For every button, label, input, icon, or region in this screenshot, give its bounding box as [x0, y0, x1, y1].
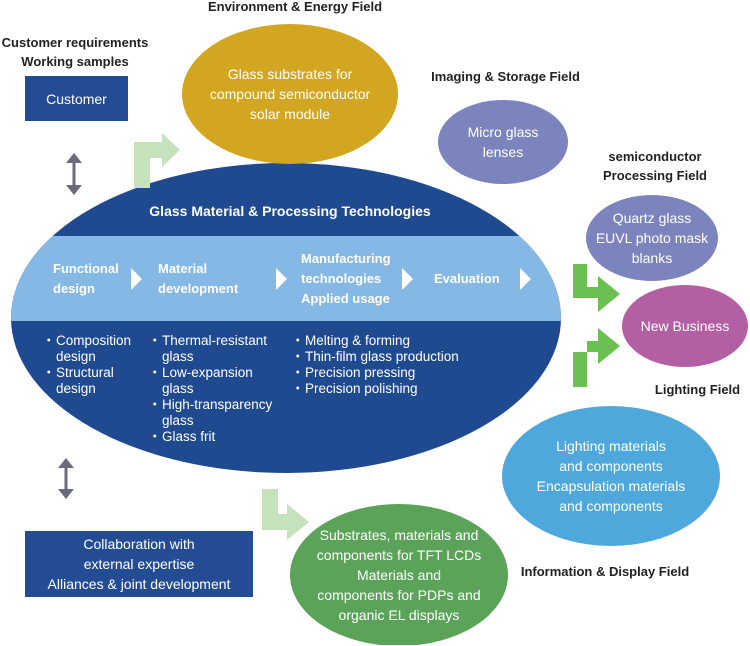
- display-field-ellipse: [290, 504, 508, 645]
- imaging-storage-field-label: Imaging & Storage Field: [431, 69, 580, 84]
- double-arrow-icon: [66, 153, 82, 195]
- quartz-text-wrap: Quartz glass EUVL photo mask blanks: [586, 195, 718, 281]
- list-item: Precision polishing: [291, 381, 495, 397]
- list-item: Low-expansion glass: [148, 365, 292, 397]
- semiconductor-processing-field-label: semiconductor Processing Field: [602, 149, 708, 183]
- list-item: Glass frit: [148, 429, 292, 445]
- column-material-development: Thermal-resistant glass Low-expansion gl…: [148, 333, 292, 445]
- display-field-text-wrap: Substrates, materials and components for…: [290, 504, 508, 646]
- list-item-text: Structural design: [56, 365, 114, 396]
- micro-glass-text-wrap: Micro glass lenses: [438, 100, 568, 184]
- column-functional-design: Composition design Structural design: [42, 333, 146, 397]
- list-item-text: Low-expansion glass: [162, 365, 253, 396]
- micro-glass-text: Micro glass lenses: [467, 124, 539, 160]
- working-samples-label: Working samples: [21, 54, 129, 69]
- chevron-right-icon: [402, 268, 413, 290]
- bent-arrow-icon: [573, 264, 620, 312]
- list-item-text: Melting & forming: [305, 333, 411, 348]
- list-item-text: Composition design: [56, 333, 132, 364]
- step-functional-design: Functional design: [53, 261, 119, 296]
- bent-arrow-icon: [134, 133, 180, 188]
- lighting-field-label: Lighting Field: [654, 382, 741, 397]
- chevron-right-icon: [520, 268, 531, 290]
- step-manufacturing-technologies: Manufacturing technologies Applied usage: [301, 251, 391, 306]
- step-evaluation: Evaluation: [434, 271, 500, 286]
- list-item: Composition design: [42, 333, 146, 365]
- micro-glass-ellipse: [438, 100, 568, 184]
- step-material-development: Material development: [158, 261, 239, 296]
- list-item: Melting & forming: [291, 333, 495, 349]
- lighting-field-text-wrap: Lighting materials and components Encaps…: [502, 406, 720, 546]
- column-manufacturing: Melting & forming Thin-film glass produc…: [291, 333, 495, 397]
- list-item-text: Precision polishing: [305, 381, 418, 396]
- band-chevrons: [131, 268, 531, 290]
- collaboration-box-text: Collaboration with external expertise Al…: [47, 536, 231, 592]
- customer-requirements-label: Customer requirements: [1, 35, 149, 50]
- information-display-field-label: Information & Display Field: [520, 564, 690, 579]
- list-item: Precision pressing: [291, 365, 495, 381]
- quartz-text: Quartz glass EUVL photo mask blanks: [595, 210, 709, 266]
- list-item: Structural design: [42, 365, 146, 397]
- list-item-text: Thermal-resistant glass: [162, 333, 268, 364]
- list-item: Thin-film glass production: [291, 349, 495, 365]
- display-field-text: Substrates, materials and components for…: [316, 527, 482, 623]
- solar-field-text-wrap: Glass substrates for compound semiconduc…: [182, 24, 398, 164]
- customer-box-text: Customer: [46, 90, 107, 107]
- customer-box: Customer: [25, 76, 128, 121]
- solar-field-text: Glass substrates for compound semiconduc…: [209, 66, 371, 122]
- list-item-text: Glass frit: [162, 429, 216, 444]
- lighting-field-ellipse: [502, 406, 720, 546]
- lighting-field-text: Lighting materials and components Encaps…: [536, 438, 686, 514]
- chevron-right-icon: [276, 268, 287, 290]
- list-item-text: Thin-film glass production: [305, 349, 459, 364]
- new-business-text: New Business: [640, 318, 730, 334]
- new-business-text-wrap: New Business: [622, 285, 748, 367]
- chevron-right-icon: [131, 268, 142, 290]
- new-business-ellipse: [622, 285, 748, 367]
- list-item: High-transparency glass: [148, 397, 292, 429]
- list-item-text: High-transparency glass: [162, 397, 273, 428]
- quartz-ellipse: [586, 195, 718, 281]
- core-title: Glass Material & Processing Technologies: [149, 203, 431, 219]
- bent-arrow-icon: [573, 328, 620, 387]
- list-item-text: Precision pressing: [305, 365, 416, 380]
- list-item: Thermal-resistant glass: [148, 333, 292, 365]
- solar-field-ellipse: [182, 24, 398, 164]
- bent-arrow-icon: [262, 489, 309, 540]
- environment-energy-field-label: Environment & Energy Field: [207, 0, 383, 14]
- collaboration-box: Collaboration with external expertise Al…: [25, 531, 253, 597]
- double-arrow-icon: [58, 458, 74, 499]
